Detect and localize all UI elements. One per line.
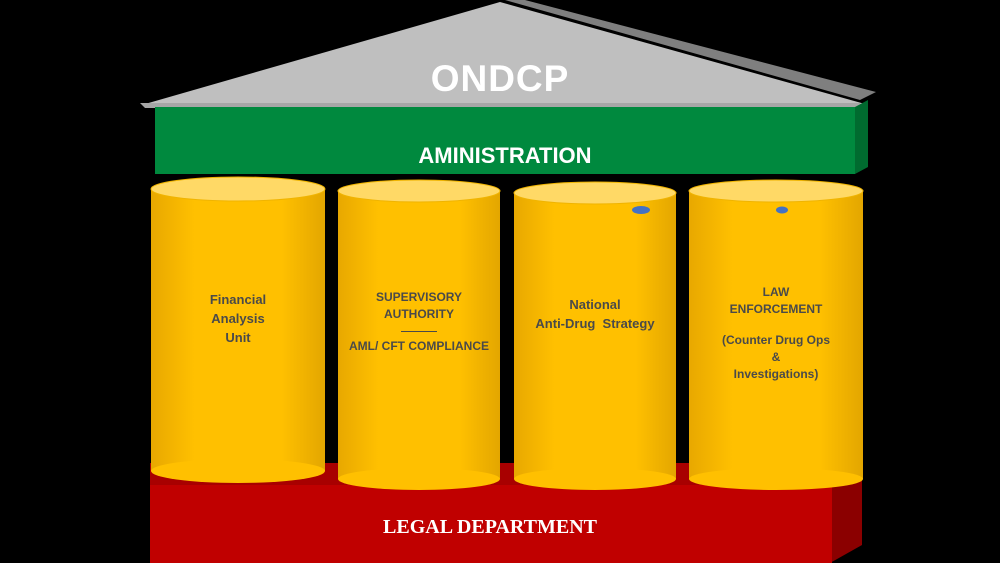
pillar-1 bbox=[150, 176, 326, 483]
roof-edge bbox=[140, 103, 865, 108]
pillar-3-line: Anti-Drug Strategy bbox=[535, 316, 655, 331]
pillar-1-label: Financial Analysis Unit bbox=[151, 290, 325, 347]
legal-department-label: LEGAL DEPARTMENT bbox=[383, 516, 597, 538]
pillar-2-line: AUTHORITY bbox=[384, 307, 454, 321]
pillar-4-line: ENFORCEMENT bbox=[729, 302, 823, 316]
pillar-2-divider bbox=[401, 331, 437, 332]
roof-shadow bbox=[505, 0, 876, 100]
admin-band bbox=[155, 107, 855, 174]
pillar-4-line: LAW bbox=[762, 285, 790, 299]
pillar-4-subline: Investigations) bbox=[733, 367, 819, 381]
accent-dot bbox=[632, 206, 650, 214]
pillar-2 bbox=[337, 179, 501, 490]
pillar-2-line: SUPERVISORY bbox=[375, 290, 463, 304]
pillar-4-label: LAW ENFORCEMENT (Counter Drug Ops & Inve… bbox=[689, 284, 863, 383]
pillar-3-line: National bbox=[569, 297, 621, 312]
roof bbox=[145, 2, 865, 104]
administration-label: AMINISTRATION bbox=[418, 143, 592, 168]
pillar-3-label: National Anti-Drug Strategy bbox=[514, 295, 676, 333]
base bbox=[150, 485, 832, 563]
pillar-3 bbox=[513, 181, 677, 490]
pillar-4-gap bbox=[689, 318, 863, 332]
accent-dot bbox=[776, 206, 788, 214]
pillar-2-label: SUPERVISORY AUTHORITY AML/ CFT COMPLIANC… bbox=[338, 289, 500, 355]
pillar-1-line: Analysis bbox=[211, 311, 265, 326]
pillar-1-line: Unit bbox=[225, 330, 251, 345]
pillar-4-subline: (Counter Drug Ops bbox=[722, 333, 830, 347]
base-side bbox=[830, 471, 862, 563]
pillar-4 bbox=[688, 179, 864, 490]
pillar-1-line: Financial bbox=[209, 292, 267, 307]
pillar-2-subline: AML/ CFT COMPLIANCE bbox=[349, 339, 489, 353]
pillar-4-subline: & bbox=[771, 350, 781, 364]
roof-title: ONDCP bbox=[430, 58, 570, 99]
